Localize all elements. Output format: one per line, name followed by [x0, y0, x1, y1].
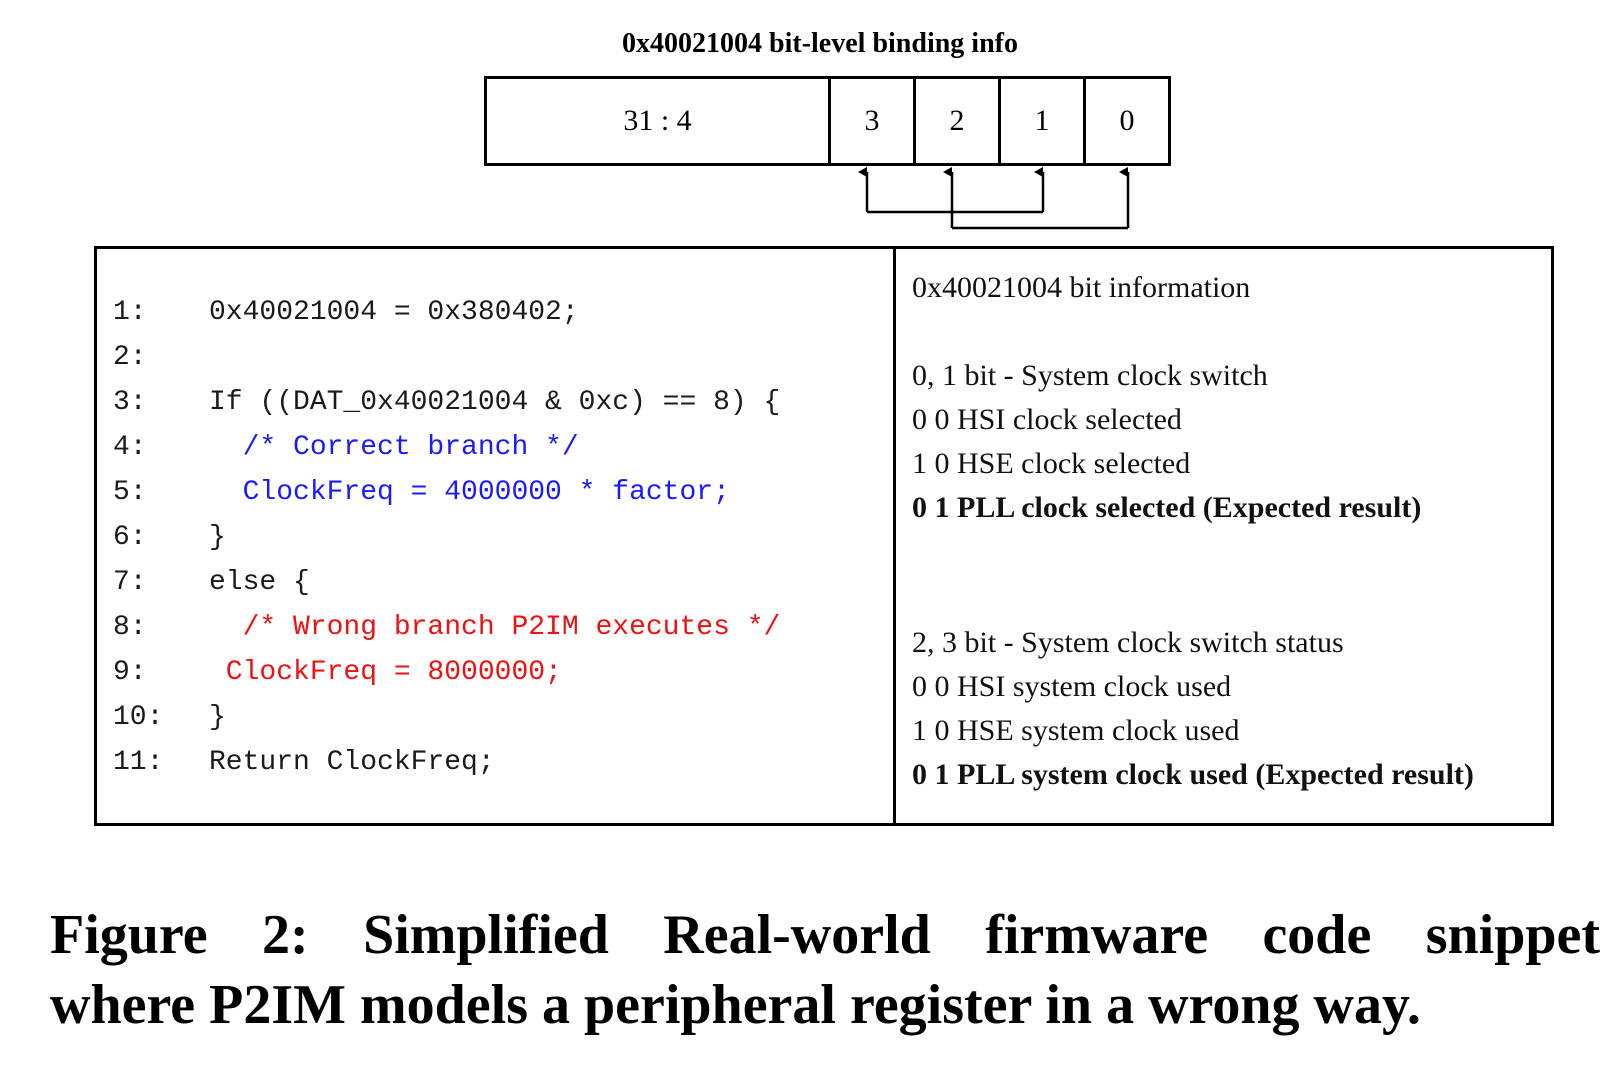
bit-cell-2: 2 [913, 79, 998, 163]
code-line-3: 3: If ((DAT_0x40021004 & 0xc) == 8) { [113, 381, 780, 425]
line-number: 8: [113, 612, 147, 643]
code-comment-wrong: /* Wrong branch P2IM executes */ [209, 612, 781, 643]
bit-binding-arrows [858, 167, 1130, 230]
bit-cell-3: 3 [828, 79, 913, 163]
figure-caption: Figure 2: Simplified Real-world firmware… [50, 900, 1600, 1040]
line-number: 2: [113, 342, 147, 373]
register-title: 0x40021004 bit-level binding info [622, 28, 1018, 59]
code-text: Return ClockFreq; [209, 747, 495, 778]
line-number: 7: [113, 567, 147, 598]
register-bit-table: 31 : 4 3 2 1 0 [484, 76, 1171, 166]
code-text: } [209, 522, 226, 553]
group2-expected: 0 1 PLL system clock used (Expected resu… [912, 758, 1474, 791]
bit-info-panel: 0x40021004 bit information 0, 1 bit - Sy… [896, 249, 1551, 823]
caption-line-1: Figure 2: Simplified Real-world firmware… [50, 904, 1600, 966]
code-line-7: 7: else { [113, 561, 310, 605]
line-number: 10: [113, 702, 164, 733]
line-number: 6: [113, 522, 147, 553]
line-number: 9: [113, 657, 147, 688]
code-line-10: 10:} [113, 696, 226, 740]
group2-item: 0 0 HSI system clock used [912, 670, 1232, 703]
group1-title: 0, 1 bit - System clock switch [912, 359, 1268, 392]
line-number: 4: [113, 432, 147, 463]
figure-main-box: 1: 0x40021004 = 0x380402; 2: 3: If ((DAT_0… [94, 246, 1554, 826]
line-number: 5: [113, 477, 147, 508]
code-line-8: 8: /* Wrong branch P2IM executes */ [113, 606, 780, 650]
code-line-6: 6:} [113, 516, 226, 560]
code-snippet-panel: 1: 0x40021004 = 0x380402; 2: 3: If ((DAT_0… [97, 249, 896, 823]
code-line-11: 11: Return ClockFreq; [113, 741, 495, 785]
code-line-5: 5: ClockFreq = 4000000 * factor; [113, 471, 730, 515]
bit-info-heading: 0x40021004 bit information [912, 271, 1251, 304]
code-text: 0x40021004 = 0x380402; [209, 297, 579, 328]
group1-item: 0 0 HSI clock selected [912, 403, 1182, 436]
group1-expected: 0 1 PLL clock selected (Expected result) [912, 491, 1422, 524]
line-number: 3: [113, 387, 147, 418]
code-text: If ((DAT_0x40021004 & 0xc) == 8) { [209, 387, 781, 418]
code-text: ClockFreq = 8000000; [209, 657, 562, 688]
bit-cell-0: 0 [1083, 79, 1168, 163]
code-comment-correct: /* Correct branch */ [209, 432, 579, 463]
group1-item: 1 0 HSE clock selected [912, 447, 1191, 480]
line-number: 1: [113, 297, 147, 328]
arrow-bit3-bit1 [858, 167, 1045, 214]
code-text: ClockFreq = 4000000 * factor; [209, 477, 730, 508]
group2-title: 2, 3 bit - System clock switch status [912, 626, 1344, 659]
caption-line-2: where P2IM models a peripheral register … [50, 974, 1421, 1036]
code-line-2: 2: [113, 336, 209, 380]
bit-cell-1: 1 [998, 79, 1083, 163]
code-line-1: 1: 0x40021004 = 0x380402; [113, 291, 579, 335]
code-line-4: 4: /* Correct branch */ [113, 426, 579, 470]
group2-item: 1 0 HSE system clock used [912, 714, 1240, 747]
code-text: else { [209, 567, 310, 598]
code-line-9: 9: ClockFreq = 8000000; [113, 651, 562, 695]
line-number: 11: [113, 747, 164, 778]
arrow-bit2-bit0 [943, 167, 1130, 230]
bit-cell-31-4: 31 : 4 [623, 104, 692, 137]
code-text: } [209, 702, 226, 733]
